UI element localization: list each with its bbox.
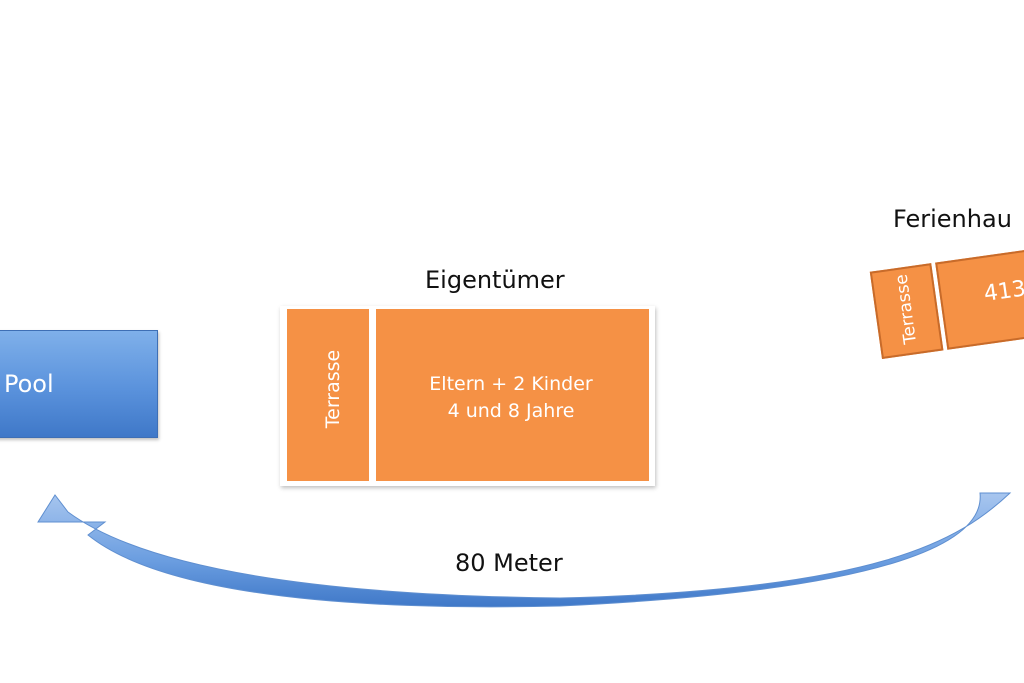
owner-title: Eigentümer	[425, 266, 565, 294]
ferienhaus-number: 413	[982, 276, 1024, 307]
distance-label: 80 Meter	[455, 549, 563, 577]
owner-main-block	[376, 309, 649, 481]
distance-arrow-body	[37, 492, 1012, 608]
owner-terrace-block	[287, 309, 369, 481]
owner-ages-label: 4 und 8 Jahre	[447, 400, 575, 422]
pool-label: Pool	[4, 370, 54, 398]
owner-occupants-label: Eltern + 2 Kinder	[429, 373, 593, 395]
pool-box	[0, 330, 158, 438]
owner-terrace-label: Terrasse	[322, 349, 344, 429]
ferienhaus-title: Ferienhau	[893, 205, 1012, 233]
